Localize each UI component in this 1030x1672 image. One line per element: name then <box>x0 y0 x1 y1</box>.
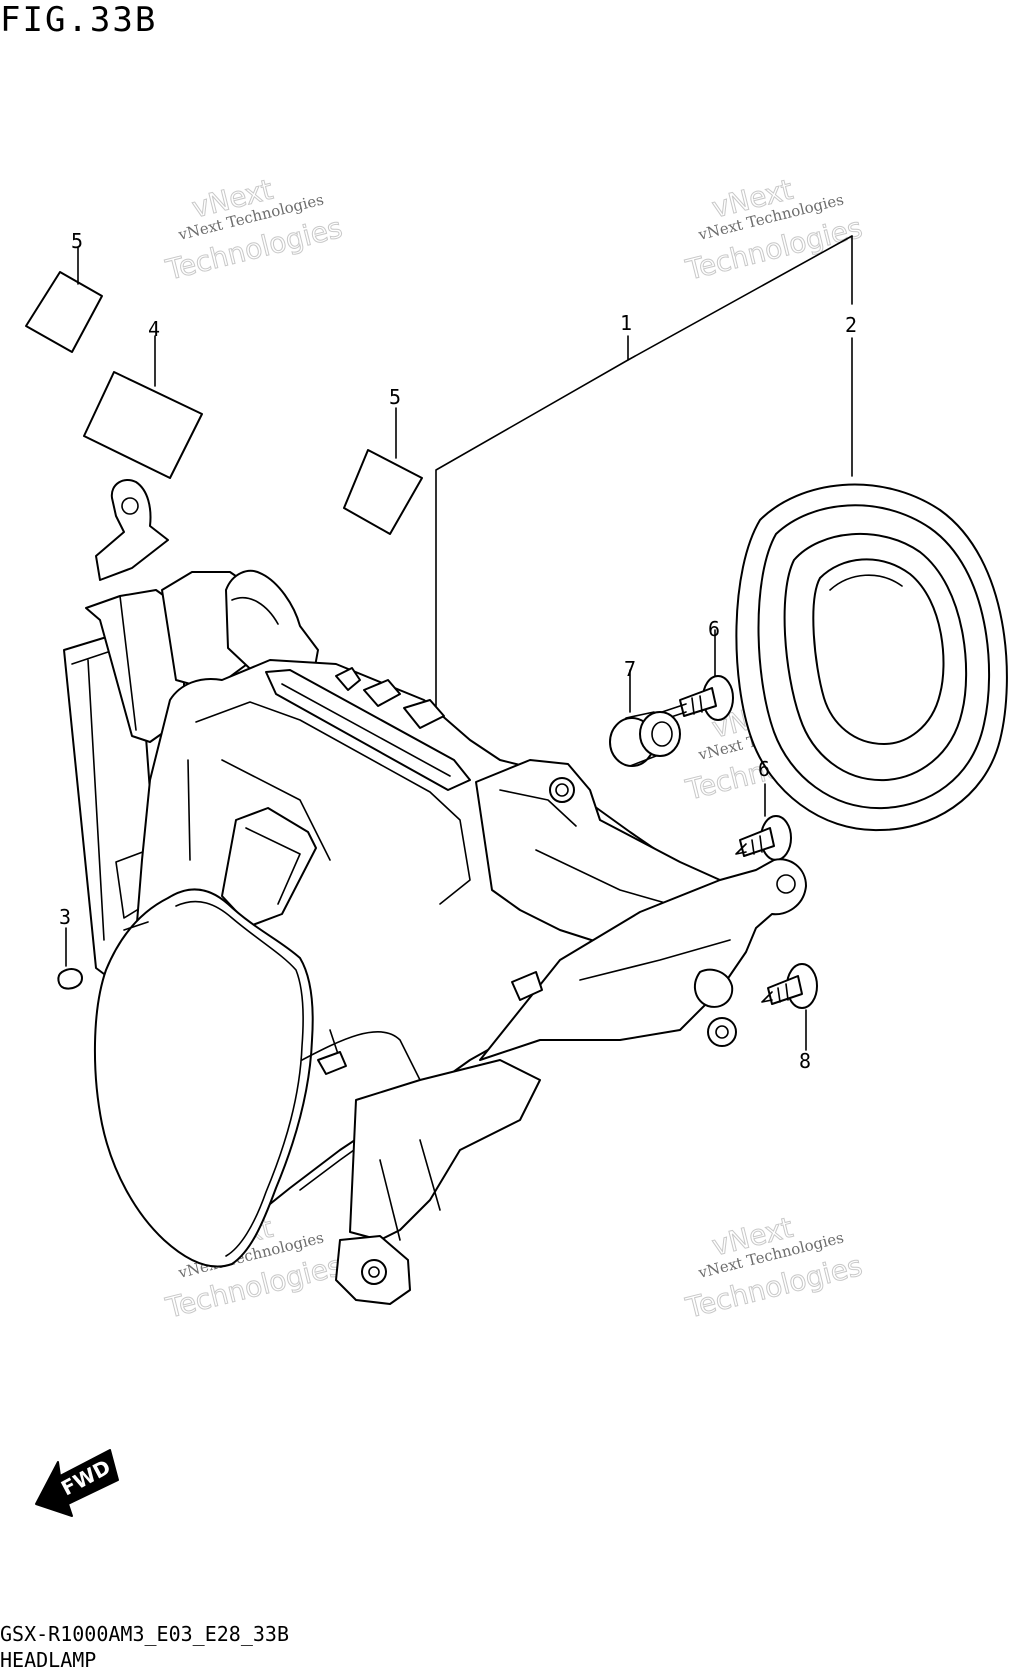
callout-3: 3 <box>59 905 71 929</box>
fwd-arrow-icon: FWD <box>35 1449 119 1517</box>
figure-title: FIG.33B <box>0 0 158 40</box>
model-code: GSX-R1000AM3_E03_E28_33B <box>0 1622 289 1646</box>
watermark-top-right: vNext vNext Technologies Technologies <box>682 172 866 287</box>
part-6-screw-lower <box>735 783 792 861</box>
callout-5b: 5 <box>389 385 401 409</box>
headlamp-assembly <box>63 479 807 1305</box>
watermark-top-left: vNext vNext Technologies Technologies <box>162 172 346 287</box>
part-3-small-cap <box>57 927 83 990</box>
part-6-screw-upper <box>661 629 734 721</box>
part-7-grommet <box>609 669 681 767</box>
part-name: HEADLAMP <box>0 1648 97 1672</box>
part-8-screw <box>761 963 818 1051</box>
part-5-label-sheet-b <box>343 407 423 535</box>
callout-5a: 5 <box>71 229 83 253</box>
callout-1: 1 <box>620 311 632 335</box>
callout-8: 8 <box>799 1049 811 1073</box>
callout-6a: 6 <box>708 617 720 641</box>
callout-2: 2 <box>845 313 857 337</box>
part-5-label-sheet-a <box>25 247 103 353</box>
part-4-label-sheet <box>83 335 203 479</box>
callout-4: 4 <box>148 317 160 341</box>
part-2-rubber-ring <box>735 483 1008 832</box>
callout-6b: 6 <box>758 757 770 781</box>
leader-part-1 <box>435 235 853 711</box>
watermark-bottom-right: vNext vNext Technologies Technologies <box>682 1210 866 1325</box>
callout-7: 7 <box>624 657 636 681</box>
